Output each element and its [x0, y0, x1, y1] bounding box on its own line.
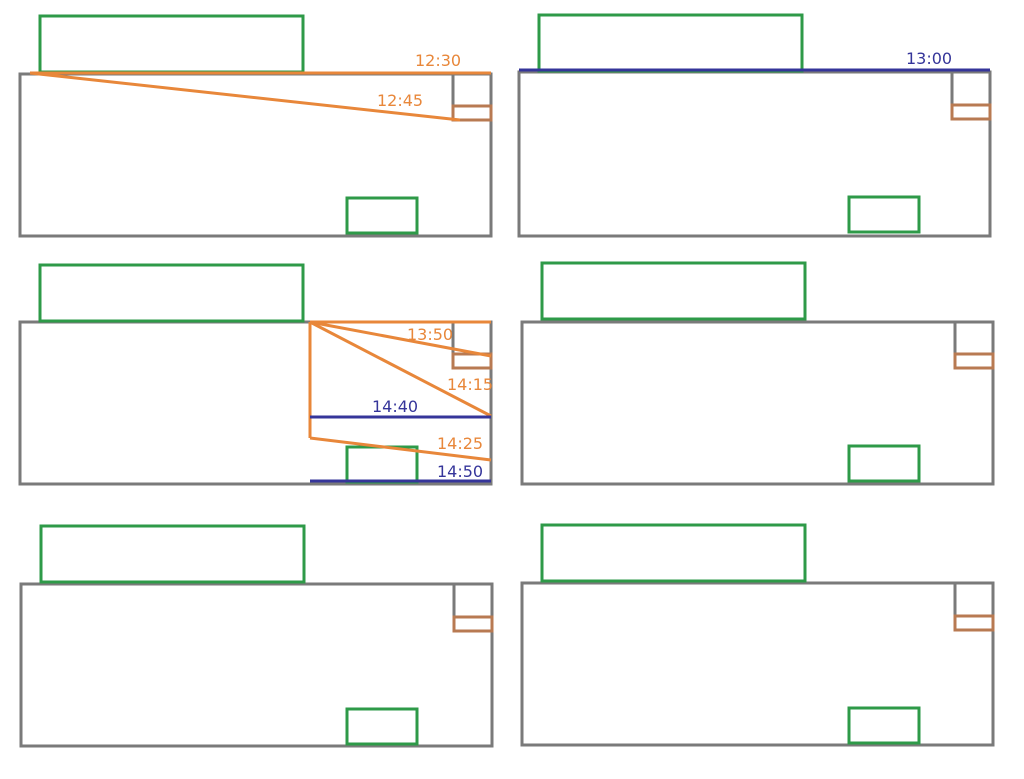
panel-2-corner-gray-box: [950, 70, 992, 107]
panel-3-label-1425: 14:25: [437, 434, 483, 453]
panel-5-frame: [19, 582, 494, 748]
panel-4: [520, 261, 995, 486]
panel-3-label-1415: 14:15: [447, 375, 493, 394]
panel-3-label-1440: 14:40: [372, 397, 418, 416]
panel-5: [19, 524, 494, 748]
panel-6-corner-gray-box: [953, 581, 995, 618]
panel-3-line-1350: [309, 320, 492, 358]
panel-4-top-green-box: [540, 261, 807, 321]
panel-1-corner-brown-box: [451, 104, 493, 122]
panel-2-corner-brown-box: [950, 103, 992, 121]
panel-5-corner-gray-box: [452, 582, 494, 619]
panel-6-corner-brown-box: [953, 614, 995, 632]
panel-5-bottom-green-box: [345, 707, 419, 746]
panel-3-line-1425: [309, 436, 492, 462]
panel-6-frame: [520, 581, 995, 747]
panel-6: [520, 523, 995, 747]
panel-3-label-1450: 14:50: [437, 462, 483, 481]
panel-5-top-green-box: [39, 524, 306, 584]
panel-2-top-green-box: [537, 13, 804, 73]
panel-1-corner-gray-box: [451, 72, 493, 108]
panel-2: [517, 13, 992, 238]
panel-1-top-green-box: [38, 14, 305, 74]
panel-1-bottom-green-box: [345, 196, 419, 235]
panel-1: [18, 14, 493, 238]
panel-3-frame: [18, 320, 493, 486]
panel-1-line-1245: [29, 71, 461, 122]
panel-1-label-1245: 12:45: [377, 91, 423, 110]
panel-1-label-1230: 12:30: [415, 51, 461, 70]
panel-3-label-1350: 13:50: [407, 325, 453, 344]
panel-4-bottom-green-box: [847, 444, 921, 483]
panel-2-bottom-green-box: [847, 195, 921, 234]
panel-4-corner-brown-box: [953, 352, 995, 370]
panel-6-bottom-green-box: [847, 706, 921, 745]
panel-2-label-1300: 13:00: [906, 49, 952, 68]
panel-3-bottom-green-box: [345, 445, 419, 484]
panel-3: [18, 263, 493, 486]
panel-6-top-green-box: [540, 523, 807, 583]
panel-4-corner-gray-box: [953, 320, 995, 356]
panel-3-top-green-box: [38, 263, 305, 323]
panel-3-line-1415: [309, 320, 492, 418]
panel-5-corner-brown-box: [452, 615, 494, 633]
panel-3-corner-brown-box: [451, 352, 493, 370]
panel-4-frame: [520, 320, 995, 486]
